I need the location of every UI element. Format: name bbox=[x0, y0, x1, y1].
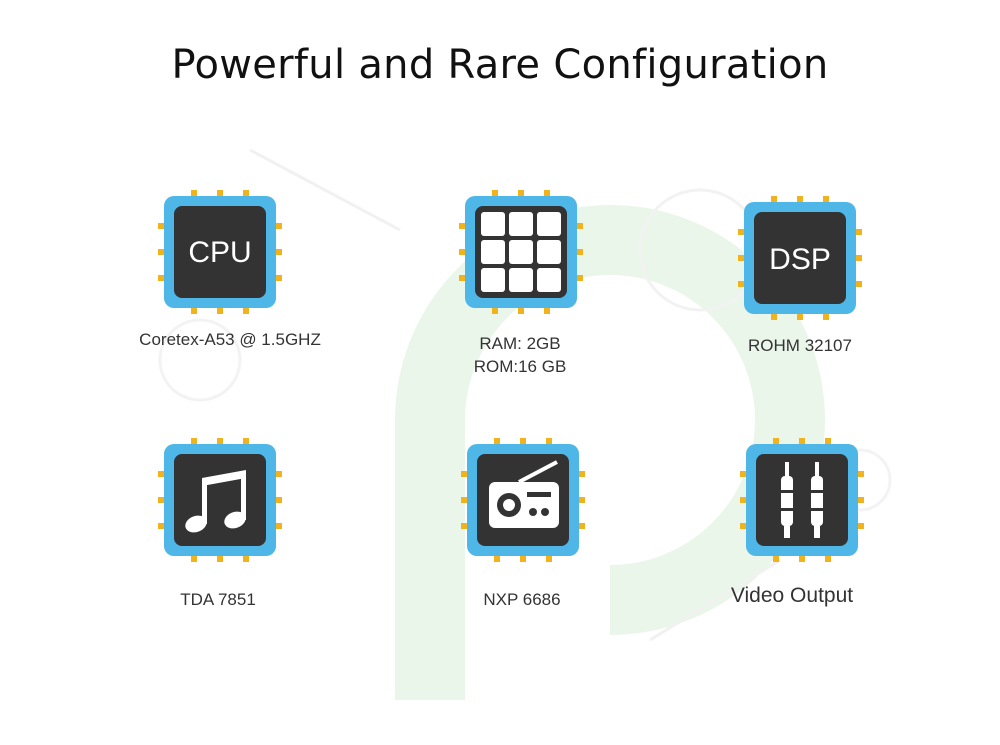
chip-pin bbox=[799, 438, 805, 446]
chip-pin bbox=[546, 438, 552, 446]
chip-pin bbox=[823, 196, 829, 204]
chip-pin bbox=[854, 255, 862, 261]
chip-pin bbox=[274, 471, 282, 477]
chip-pin bbox=[492, 190, 498, 198]
cpu-chip: CPU bbox=[158, 190, 282, 314]
page-title: Powerful and Rare Configuration bbox=[171, 42, 829, 88]
chip-pin bbox=[191, 438, 197, 446]
chip-pin bbox=[243, 438, 249, 446]
memory-chip bbox=[459, 190, 583, 314]
chip-pin bbox=[799, 554, 805, 562]
memory-label: RAM: 2GB ROM:16 GB bbox=[473, 334, 567, 376]
chip-pin bbox=[243, 306, 249, 314]
chip-pin bbox=[740, 497, 748, 503]
chip-pin bbox=[546, 554, 552, 562]
chip-pin bbox=[771, 312, 777, 320]
chip-pin bbox=[461, 497, 469, 503]
chip-pin bbox=[544, 306, 550, 314]
video-label: Video Output bbox=[730, 584, 854, 607]
chip-pin bbox=[217, 190, 223, 198]
chip-pin bbox=[520, 554, 526, 562]
chip-pin bbox=[191, 554, 197, 562]
chip-pin bbox=[773, 554, 779, 562]
chip-pin bbox=[158, 249, 166, 255]
rca-cable-icon bbox=[740, 438, 864, 562]
chip-pin bbox=[217, 554, 223, 562]
chip-pin bbox=[771, 196, 777, 204]
chip-pin bbox=[158, 471, 166, 477]
chip-pin bbox=[740, 471, 748, 477]
chip-pin bbox=[575, 275, 583, 281]
chip-pin bbox=[740, 523, 748, 529]
chip-pin bbox=[191, 306, 197, 314]
video-chip bbox=[740, 438, 864, 562]
chip-pin bbox=[823, 312, 829, 320]
chip-pin bbox=[494, 438, 500, 446]
chip-pin bbox=[773, 438, 779, 446]
chip-pin bbox=[577, 497, 585, 503]
chip-pin bbox=[797, 312, 803, 320]
chip-pin bbox=[492, 306, 498, 314]
chip-pin bbox=[825, 554, 831, 562]
chip-pin bbox=[158, 497, 166, 503]
chip-pin bbox=[577, 471, 585, 477]
chip-pin bbox=[856, 497, 864, 503]
chip-pin bbox=[217, 306, 223, 314]
chip-pin bbox=[459, 223, 467, 229]
svg-text:DSP: DSP bbox=[769, 243, 831, 276]
chip-pin bbox=[797, 196, 803, 204]
chip-pin bbox=[494, 554, 500, 562]
chip-pin bbox=[274, 497, 282, 503]
audio-label: TDA 7851 bbox=[180, 590, 256, 609]
chip-pin bbox=[274, 275, 282, 281]
chip-pin bbox=[738, 229, 746, 235]
chip-pin bbox=[191, 190, 197, 198]
chip-pin bbox=[856, 523, 864, 529]
radio-label: NXP 6686 bbox=[483, 590, 561, 609]
chip-pin bbox=[825, 438, 831, 446]
chip-pin bbox=[575, 249, 583, 255]
memory-grid-icon bbox=[459, 190, 583, 314]
chip-pin bbox=[577, 523, 585, 529]
chip-pin bbox=[459, 275, 467, 281]
chip-pin bbox=[243, 554, 249, 562]
chip-pin bbox=[518, 306, 524, 314]
chip-pin bbox=[274, 249, 282, 255]
radio-chip bbox=[461, 438, 585, 562]
chip-pin bbox=[461, 523, 469, 529]
chip-pin bbox=[520, 438, 526, 446]
chip-pin bbox=[518, 190, 524, 198]
chip-pin bbox=[738, 281, 746, 287]
music-note-icon bbox=[158, 438, 282, 562]
chip-pin bbox=[158, 275, 166, 281]
radio-icon bbox=[461, 438, 585, 562]
chip-pin bbox=[158, 523, 166, 529]
chip-pin bbox=[274, 523, 282, 529]
chip-pin bbox=[854, 281, 862, 287]
chip-pin bbox=[274, 223, 282, 229]
chip-pin bbox=[738, 255, 746, 261]
chip-pin bbox=[243, 190, 249, 198]
chip-pin bbox=[575, 223, 583, 229]
chip-pin bbox=[544, 190, 550, 198]
audio-chip bbox=[158, 438, 282, 562]
svg-text:CPU: CPU bbox=[188, 236, 251, 269]
chip-pin bbox=[461, 471, 469, 477]
cpu-chip-icon: CPU bbox=[158, 190, 282, 314]
dsp-label: ROHM 32107 bbox=[748, 336, 852, 355]
dsp-chip-icon: DSP bbox=[738, 196, 862, 320]
chip-pin bbox=[854, 229, 862, 235]
dsp-chip: DSP bbox=[738, 196, 862, 320]
chip-pin bbox=[217, 438, 223, 446]
chip-pin bbox=[459, 249, 467, 255]
cpu-label: Coretex-A53 @ 1.5GHZ bbox=[139, 330, 321, 349]
chip-pin bbox=[856, 471, 864, 477]
chip-pin bbox=[158, 223, 166, 229]
